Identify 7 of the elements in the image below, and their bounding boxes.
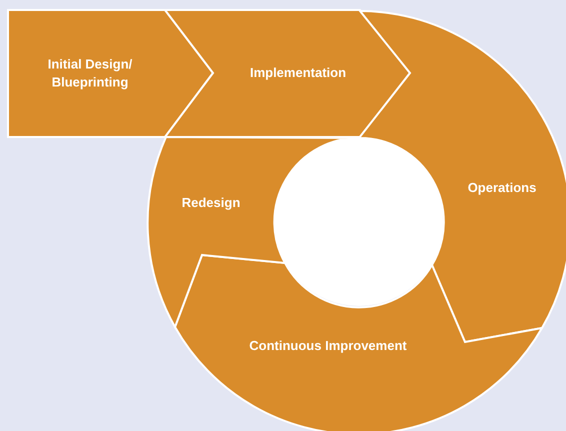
center-circle [275,138,443,306]
chevron-shape [165,10,410,137]
segment-label: Implementation [250,64,346,82]
segment-label: Redesign [182,194,240,212]
segment-label: Operations [468,179,536,197]
segment-label: Continuous Improvement [249,337,407,355]
ring-segment [148,137,359,327]
